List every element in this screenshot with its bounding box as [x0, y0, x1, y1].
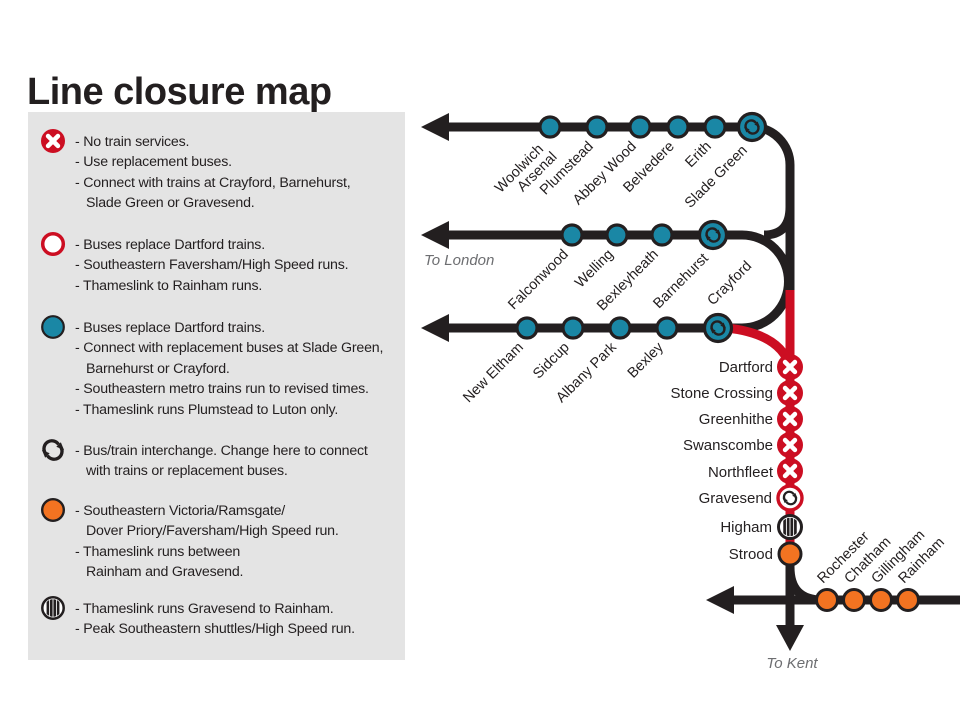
station-bexleyheath-marker [650, 223, 674, 247]
station-sidcup-marker [561, 316, 585, 340]
station-higham-thameslink-marker [777, 514, 803, 540]
legend-text: - Thameslink runs between [75, 543, 241, 560]
legend-text: - Use replacement buses. [75, 154, 232, 171]
legend-text: Dover Priory/Faversham/High Speed run. [86, 523, 339, 540]
legend-item-thameslink: - Thameslink runs Gravesend to Rainham. … [28, 596, 405, 640]
station-strood-marker [777, 541, 803, 567]
station-label-gravesend: Gravesend [699, 490, 772, 507]
station-label-bexley: Bexley [625, 339, 668, 382]
station-gillingham-marker [869, 588, 893, 612]
legend-text: - No train services. [75, 134, 190, 150]
legend-text: - Southeastern Victoria/Ramsgate/ [75, 503, 286, 519]
station-woolwich-arsenal-marker [538, 115, 562, 139]
station-chatham-marker [842, 588, 866, 612]
station-welling-marker [605, 223, 629, 247]
station-label-higham: Higham [720, 519, 772, 536]
arrow-left-icon [421, 314, 449, 342]
legend-text: Slade Green or Gravesend. [86, 195, 255, 212]
station-label-dartford: Dartford [719, 359, 773, 376]
station-greenhithe-closed-marker [777, 406, 803, 432]
to-kent-label: To Kent [766, 655, 818, 672]
station-belvedere-marker [666, 115, 690, 139]
station-dartford-closed-marker [777, 354, 803, 380]
station-erith-marker [703, 115, 727, 139]
station-label-greenhithe: Greenhithe [699, 411, 773, 428]
station-bexley-marker [655, 316, 679, 340]
station-label-swanscombe: Swanscombe [683, 437, 773, 454]
legend-text: Barnehurst or Crayford. [86, 360, 230, 377]
station-northfleet-closed-marker [777, 458, 803, 484]
trunk-to-bexleyheath-branch [763, 206, 795, 240]
closed-stations [777, 354, 803, 484]
station-label-stone-crossing: Stone Crossing [670, 385, 773, 402]
legend-item-southeastern: - Southeastern Victoria/Ramsgate/ Dover … [28, 497, 405, 583]
station-label-crayford: Crayford [705, 258, 756, 309]
legend-text: - Thameslink to Rainham runs. [75, 277, 263, 294]
to-london-label: To London [424, 252, 494, 269]
legend-text: - Buses replace Dartford trains. [75, 237, 265, 253]
legend-text: - Connect with trains at Crayford, Barne… [75, 174, 351, 191]
station-label-strood: Strood [729, 546, 773, 563]
station-labels: Woolwich Arsenal Plumstead Abbey Wood Be… [460, 139, 948, 587]
station-stone-crossing-closed-marker [777, 380, 803, 406]
station-gravesend-interchange-marker [776, 484, 804, 512]
station-label-sidcup: Sidcup [530, 340, 573, 383]
legend-text: - Thameslink runs Gravesend to Rainham. [75, 601, 334, 617]
legend-text: - Peak Southeastern shuttles/High Speed … [75, 621, 355, 638]
legend-item-no-service: - No train services. - Use replacement b… [28, 129, 405, 214]
buses-replace-ring-icon [40, 231, 66, 257]
legend-text: - Thameslink runs Plumstead to Luton onl… [75, 401, 339, 418]
legend-text: - Southeastern metro trains run to revis… [75, 381, 369, 398]
station-rainham-marker [896, 588, 920, 612]
station-label-welling: Welling [572, 247, 617, 292]
legend-text: - Southeastern Faversham/High Speed runs… [75, 257, 349, 274]
buses-replace-station-icon [40, 314, 66, 340]
station-crayford-interchange-marker [702, 312, 734, 344]
direction-arrows [421, 113, 804, 651]
legend-panel: - No train services. - Use replacement b… [28, 112, 405, 660]
legend-text: - Connect with replacement buses at Slad… [75, 340, 384, 357]
arrow-left-icon [421, 221, 449, 249]
teal-stations [515, 115, 727, 340]
no-service-icon [40, 128, 66, 154]
station-slade-green-interchange-marker [736, 111, 768, 143]
legend-item-interchange: - Bus/train interchange. Change here to … [28, 439, 405, 482]
arrow-left-icon [421, 113, 449, 141]
closed-station-labels: Dartford Stone Crossing Greenhithe Swans… [670, 359, 773, 563]
interchange-stations [697, 111, 768, 344]
orange-stations [777, 541, 920, 612]
station-plumstead-marker [585, 115, 609, 139]
arrow-down-icon [776, 625, 804, 651]
arrow-left-icon [706, 586, 734, 614]
legend-item-buses-replace-station: - Buses replace Dartford trains. - Conne… [28, 315, 405, 420]
southeastern-station-icon [40, 497, 66, 523]
legend-text: - Buses replace Dartford trains. [75, 320, 265, 336]
station-rochester-marker [815, 588, 839, 612]
station-label-new-eltham: New Eltham [460, 340, 527, 407]
station-abbey-wood-marker [628, 115, 652, 139]
legend-text: Rainham and Gravesend. [86, 564, 244, 581]
thameslink-station-icon [40, 595, 66, 621]
station-falconwood-marker [560, 223, 584, 247]
station-swanscombe-closed-marker [777, 432, 803, 458]
station-barnehurst-interchange-marker [697, 219, 729, 251]
station-albany-park-marker [608, 316, 632, 340]
legend-text: with trains or replacement buses. [86, 463, 288, 480]
page-title: Line closure map [27, 71, 332, 114]
legend-item-buses-replace-ring: - Buses replace Dartford trains. - South… [28, 231, 405, 296]
u-turn-barnehurst-crayford [741, 230, 793, 333]
station-label-erith: Erith [682, 139, 714, 171]
legend-text: - Bus/train interchange. Change here to … [75, 443, 368, 459]
station-label-falconwood: Falconwood [505, 247, 572, 314]
station-new-eltham-marker [515, 316, 539, 340]
station-label-northfleet: Northfleet [708, 464, 774, 481]
